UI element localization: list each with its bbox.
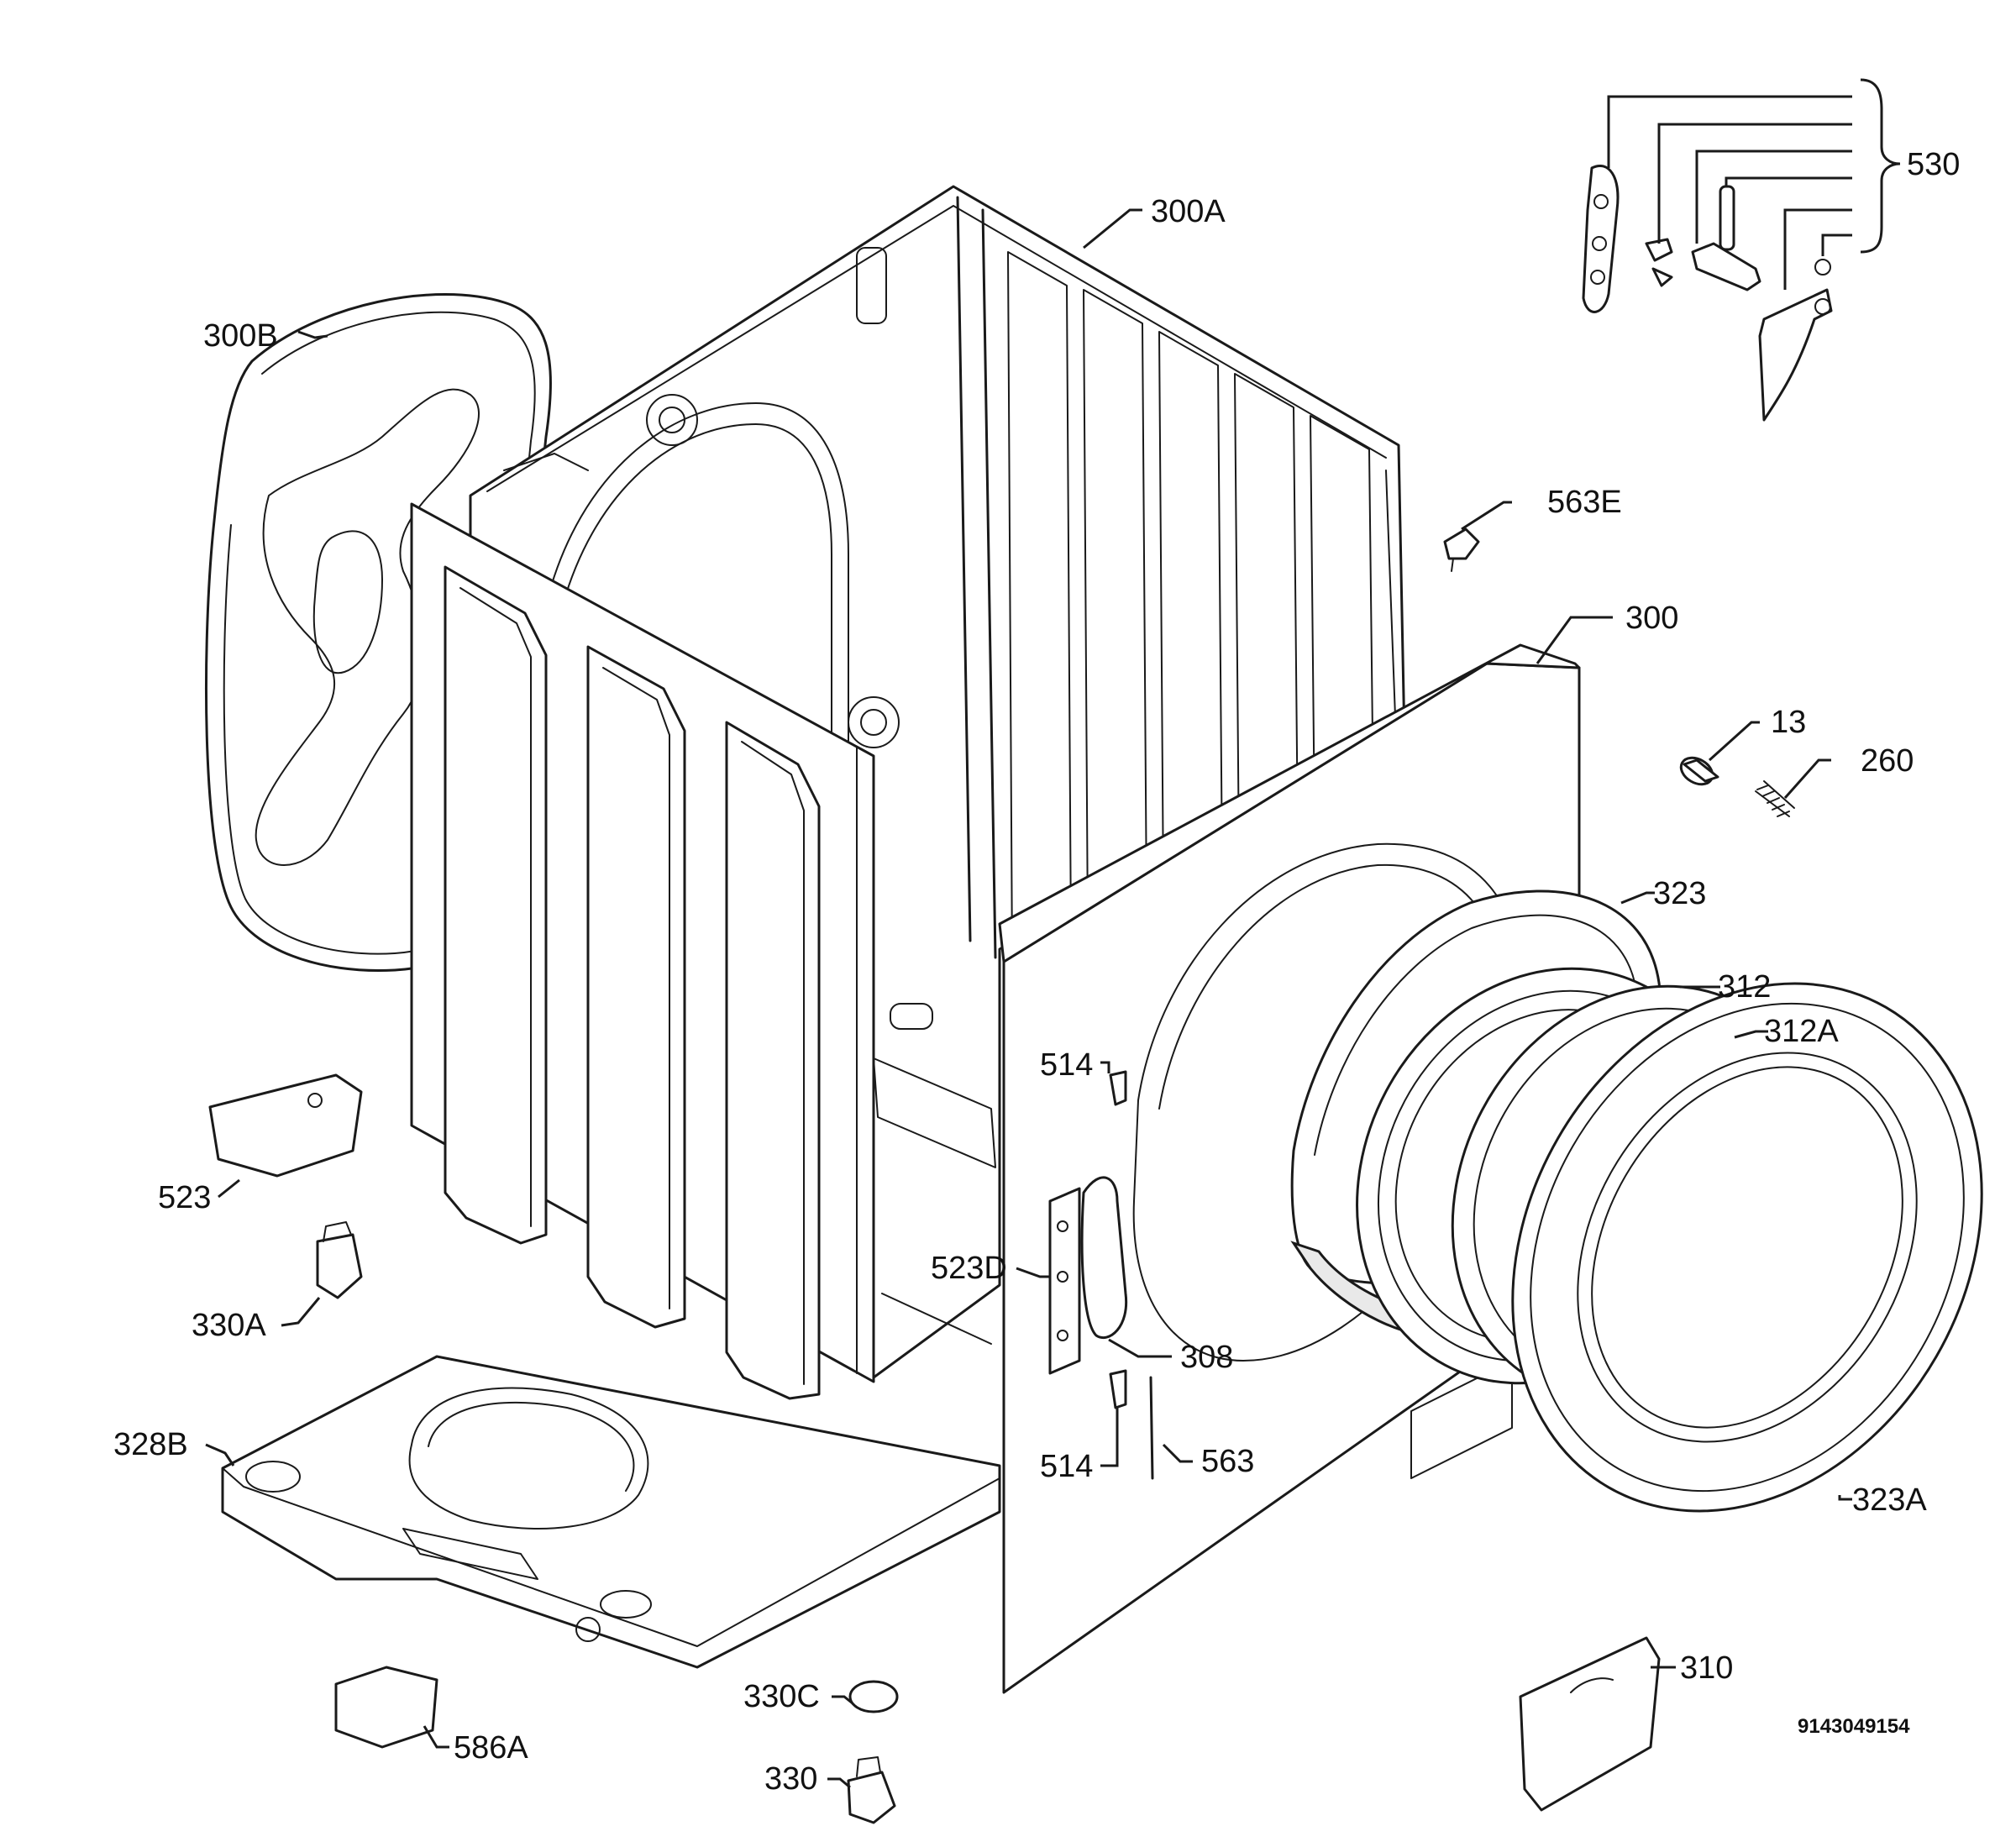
label-328B: 328B — [113, 1427, 188, 1462]
door-outer-ring-323A[interactable] — [1420, 898, 2016, 1597]
flap-310[interactable] — [1519, 1636, 1661, 1812]
label-260: 260 — [1861, 743, 1914, 779]
label-586A: 586A — [454, 1730, 528, 1766]
label-300B: 300B — [203, 318, 278, 354]
knob-13[interactable] — [1677, 753, 1719, 790]
hinge-bracket-523D[interactable] — [1048, 1176, 1128, 1375]
label-310: 310 — [1680, 1650, 1733, 1686]
label-312: 312 — [1718, 969, 1771, 1005]
callout-labels: 300A 300B 530 563E 300 13 260 323 312 31… — [113, 147, 1960, 1797]
label-563E: 563E — [1547, 485, 1622, 520]
label-330: 330 — [764, 1761, 817, 1797]
label-514-top: 514 — [1040, 1047, 1093, 1083]
label-530: 530 — [1907, 147, 1960, 182]
side-panel-left[interactable] — [410, 502, 875, 1400]
label-323: 323 — [1653, 876, 1706, 911]
label-563: 563 — [1201, 1444, 1254, 1479]
foot-330[interactable] — [847, 1756, 896, 1824]
label-300: 300 — [1625, 601, 1678, 636]
label-330A: 330A — [192, 1308, 266, 1343]
label-323A: 323A — [1852, 1482, 1927, 1518]
holder-586A[interactable] — [334, 1666, 438, 1749]
foot-330C[interactable] — [848, 1680, 899, 1713]
label-523D: 523D — [931, 1251, 1007, 1286]
switch-523[interactable] — [208, 1073, 363, 1178]
foot-330A[interactable] — [316, 1221, 363, 1299]
pin-514-top[interactable] — [1109, 1070, 1127, 1106]
leader-lines — [205, 208, 1852, 1789]
hinge-assembly-530[interactable] — [1582, 78, 1901, 422]
label-312A: 312A — [1764, 1014, 1839, 1049]
label-13: 13 — [1771, 705, 1806, 740]
label-330C: 330C — [743, 1679, 820, 1714]
label-523: 523 — [158, 1180, 211, 1215]
sensor-563E[interactable] — [1443, 527, 1480, 572]
label-300A: 300A — [1151, 194, 1226, 229]
spring-260[interactable] — [1755, 780, 1795, 817]
base-frame-328B[interactable] — [221, 1355, 1001, 1669]
label-308: 308 — [1180, 1340, 1233, 1375]
pin-514-bottom[interactable] — [1109, 1369, 1127, 1409]
rod-563[interactable] — [1149, 1376, 1154, 1480]
label-514-bottom: 514 — [1040, 1449, 1093, 1484]
drawing-number: 9143049154 — [1798, 1715, 1910, 1738]
